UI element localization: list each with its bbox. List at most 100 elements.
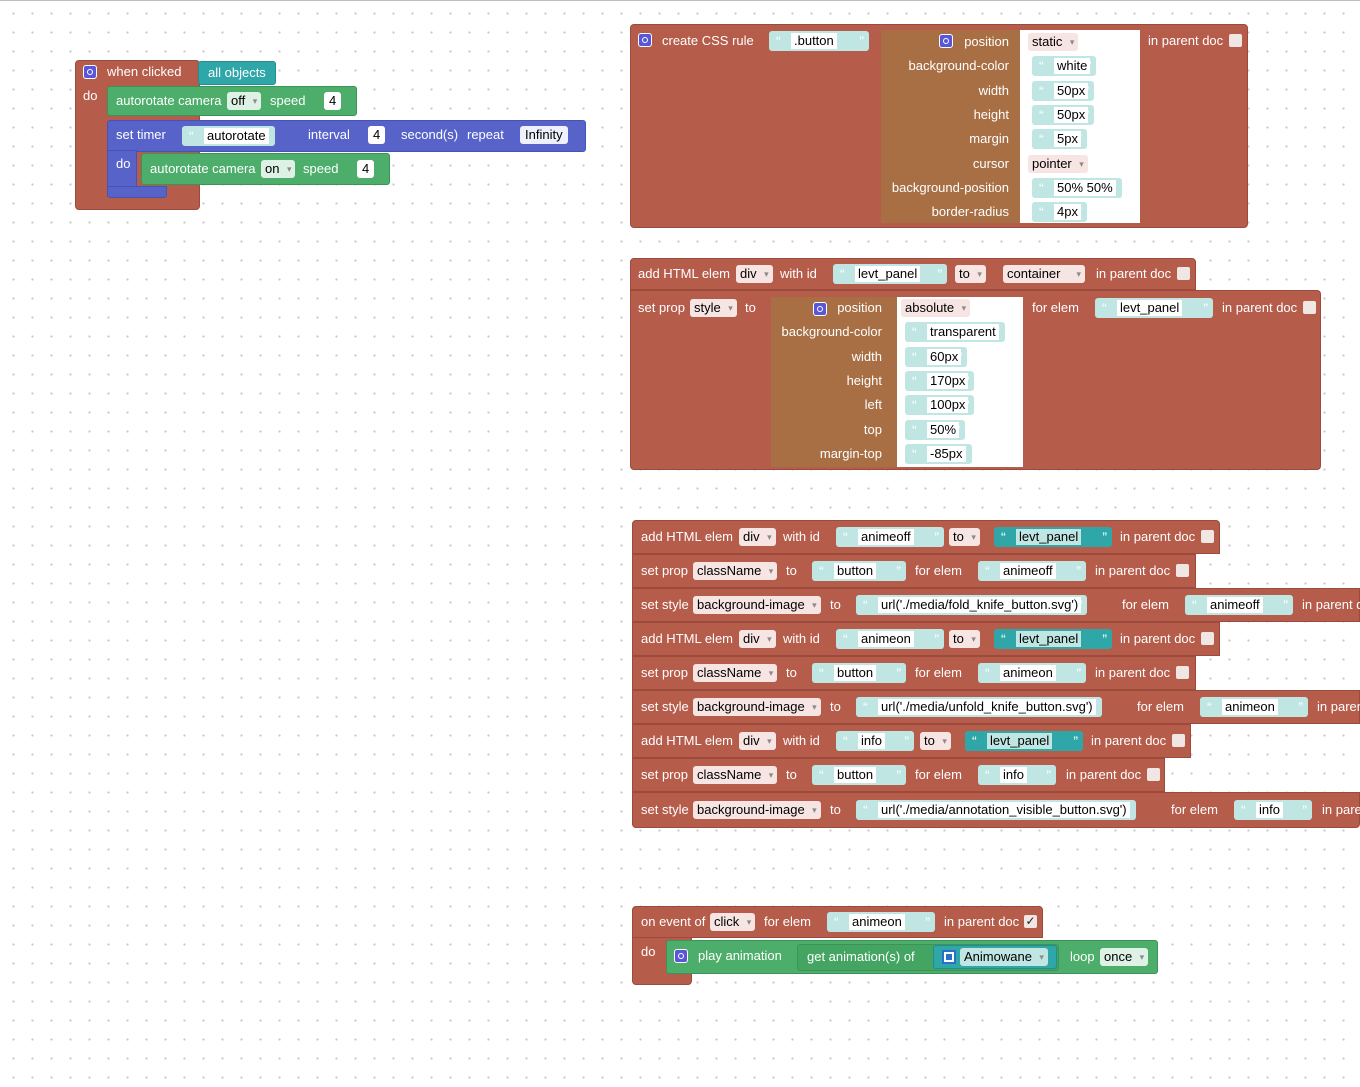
to-dropdown[interactable]: to	[955, 265, 986, 283]
repeat-input[interactable]: Infinity	[520, 126, 568, 144]
tag-dropdown[interactable]: div	[739, 528, 776, 546]
prop-value-field-background-color[interactable]: transparent	[905, 322, 1005, 343]
in-parent-doc-checkbox[interactable]	[1201, 632, 1214, 645]
parent-dropdown[interactable]: container	[1003, 265, 1085, 283]
prop-value-text: transparent	[927, 324, 999, 341]
css-properties-block[interactable]	[881, 30, 1020, 223]
tag-dropdown[interactable]: div	[739, 732, 776, 750]
gear-icon[interactable]	[83, 65, 97, 79]
prop-value-field-width[interactable]: 50px	[1032, 80, 1095, 101]
parent-id-field[interactable]: levt_panel	[994, 527, 1112, 547]
for-elem-value: levt_panel	[1117, 300, 1183, 316]
elem-id-field[interactable]: animeoff	[836, 527, 944, 547]
value-field[interactable]: button	[812, 663, 906, 683]
elem-id-field[interactable]: levt_panel	[833, 264, 947, 284]
add-animeon-block[interactable]	[632, 622, 1220, 656]
speed-input[interactable]: 4	[324, 92, 342, 110]
for-elem-field[interactable]: levt_panel	[1095, 298, 1213, 318]
value-field[interactable]: url('./media/unfold_knife_button.svg')	[856, 697, 1102, 717]
for-elem-field[interactable]: animeoff	[978, 561, 1086, 581]
elem-id-field[interactable]: info	[836, 731, 914, 751]
in-parent-doc-label: in parent doc	[1091, 733, 1167, 748]
in-parent-doc-checkbox[interactable]	[1176, 564, 1189, 577]
prop-value-dropdown-position[interactable]: static	[1028, 33, 1079, 51]
prop-value-field-background-position[interactable]: 50% 50%	[1032, 177, 1122, 198]
prop-value-field-left[interactable]: 100px	[905, 395, 975, 416]
prop-name-background-color: background-color	[781, 324, 882, 340]
prop-value-field-background-color[interactable]: white	[1032, 56, 1097, 77]
prop-value-dropdown-cursor[interactable]: pointer	[1028, 154, 1088, 173]
to-label: to	[830, 699, 841, 714]
timer-name-field[interactable]: autorotate	[182, 126, 275, 146]
prop-dropdown[interactable]: className	[693, 766, 778, 784]
parent-id-field[interactable]: levt_panel	[994, 629, 1112, 649]
prop-value-field-margin-top[interactable]: -85px	[905, 443, 972, 464]
autorotate-state-dropdown-2[interactable]: on	[261, 160, 296, 178]
gear-icon[interactable]	[638, 33, 652, 47]
style-properties-block[interactable]	[771, 297, 897, 467]
prop-dropdown[interactable]: className	[693, 562, 778, 580]
style-dropdown[interactable]: background-image	[693, 698, 821, 716]
autorotate-state-dropdown[interactable]: off	[227, 92, 262, 110]
style-dropdown[interactable]: background-image	[693, 596, 821, 614]
for-elem-field[interactable]: info	[1234, 800, 1312, 820]
to-label: to	[745, 300, 756, 315]
gear-icon[interactable]	[674, 949, 688, 963]
add-html-elem-label: add HTML elem	[638, 266, 730, 281]
for-elem-value: animeoff	[1000, 563, 1056, 579]
prop-value-field-border-radius[interactable]: 4px	[1032, 202, 1087, 223]
prop-value-text: 50% 50%	[1054, 179, 1116, 196]
gear-icon[interactable]	[939, 34, 953, 48]
for-elem-field[interactable]: animeon	[978, 663, 1086, 683]
tag-dropdown[interactable]: div	[736, 265, 773, 283]
prop-dropdown[interactable]: style	[690, 299, 737, 317]
for-elem-field[interactable]: animeon	[1200, 697, 1308, 717]
in-parent-doc-label: in parent doc	[1317, 699, 1360, 714]
object-icon	[942, 950, 956, 964]
to-dropdown[interactable]: to	[949, 528, 980, 546]
value-field[interactable]: url('./media/annotation_visible_button.s…	[856, 800, 1136, 820]
object-dropdown[interactable]: Animowane	[960, 948, 1048, 966]
in-parent-doc-checkbox[interactable]: ✓	[1024, 914, 1037, 928]
set-style-label: set style	[641, 802, 689, 817]
in-parent-doc-checkbox[interactable]	[1229, 34, 1242, 47]
elem-id-field[interactable]: animeon	[836, 629, 944, 649]
value-field[interactable]: button	[812, 765, 906, 785]
in-parent-doc-checkbox[interactable]	[1176, 666, 1189, 679]
in-parent-doc-checkbox[interactable]	[1172, 734, 1185, 747]
loop-label: loop	[1070, 949, 1095, 964]
set-timer-do-arm	[107, 150, 137, 190]
in-parent-doc-checkbox[interactable]	[1201, 530, 1214, 543]
prop-value-field-top[interactable]: 50%	[905, 419, 966, 440]
all-objects-block[interactable]	[198, 61, 276, 85]
to-dropdown[interactable]: to	[920, 732, 951, 750]
for-elem-field[interactable]: animeoff	[1185, 595, 1293, 615]
in-parent-doc-checkbox[interactable]	[1147, 768, 1160, 781]
selector-value: .button	[791, 33, 837, 49]
tag-dropdown[interactable]: div	[739, 630, 776, 648]
speed-input-2[interactable]: 4	[357, 160, 375, 178]
for-elem-field[interactable]: info	[978, 765, 1056, 785]
to-dropdown[interactable]: to	[949, 630, 980, 648]
interval-input[interactable]: 4	[368, 126, 386, 144]
in-parent-doc-checkbox[interactable]	[1177, 267, 1190, 280]
prop-value-text: -85px	[927, 445, 966, 462]
selector-field[interactable]: .button	[769, 31, 869, 51]
for-elem-field[interactable]: animeon	[827, 912, 935, 932]
prop-value-field-width[interactable]: 60px	[905, 346, 968, 367]
in-parent-doc-checkbox[interactable]	[1303, 301, 1316, 314]
value-field[interactable]: url('./media/fold_knife_button.svg')	[856, 595, 1088, 615]
prop-value-field-height[interactable]: 50px	[1032, 104, 1095, 125]
loop-dropdown[interactable]: once	[1100, 948, 1149, 966]
prop-dropdown[interactable]: className	[693, 664, 778, 682]
event-dropdown[interactable]: click	[710, 913, 756, 931]
prop-value-field-margin[interactable]: 5px	[1032, 129, 1087, 150]
set-prop-label: set prop	[638, 300, 685, 315]
gear-icon[interactable]	[813, 302, 827, 316]
prop-value-dropdown-position[interactable]: absolute	[901, 299, 971, 317]
parent-id-field[interactable]: levt_panel	[965, 731, 1083, 751]
prop-value-field-height[interactable]: 170px	[905, 370, 975, 391]
style-dropdown[interactable]: background-image	[693, 801, 821, 819]
speed-label-2: speed	[303, 161, 339, 176]
value-field[interactable]: button	[812, 561, 906, 581]
